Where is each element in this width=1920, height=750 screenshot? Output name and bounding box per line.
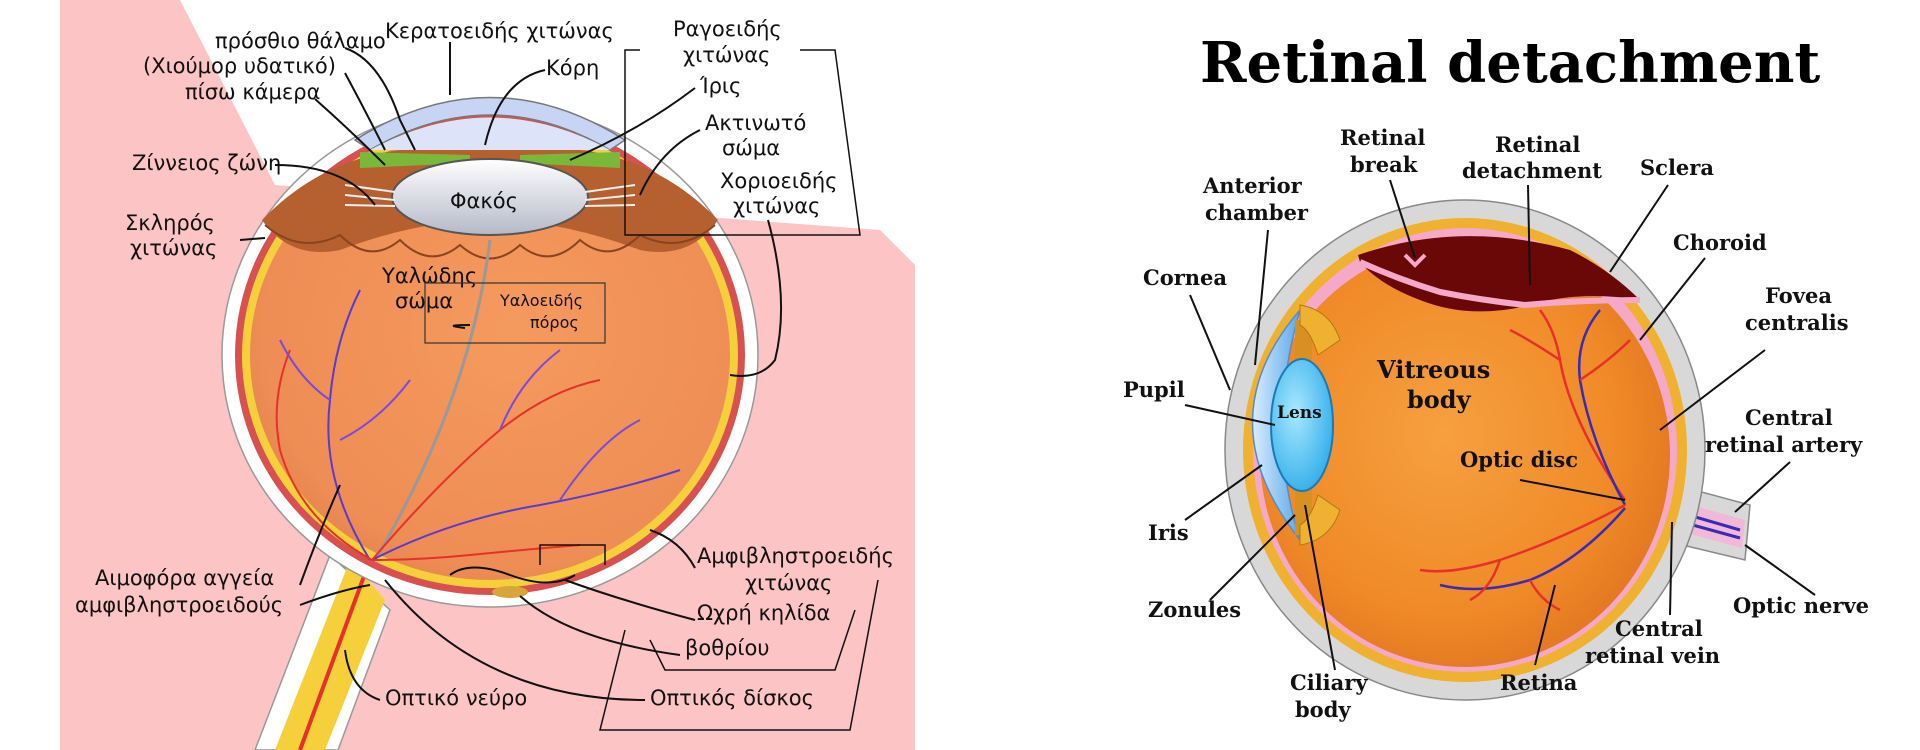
label-fovea-line2: centralis [1745, 310, 1849, 335]
label-macula: Ωχρή κηλίδα [697, 601, 830, 625]
label-anterior-chamber-line1: Anterior [1202, 173, 1303, 198]
retinal-vessels [1419, 309, 1631, 612]
label-choroid-line1: Χοριοειδής [720, 169, 837, 193]
label-ciliary-line1: Ciliary [1290, 670, 1368, 695]
label-choroid-line2: χιτώνας [733, 194, 820, 218]
label-pupil: Pupil [1123, 377, 1185, 402]
label-vitreous-line2: σώμα [395, 289, 453, 313]
label-hyaloid-line1: Υαλοειδής [499, 291, 583, 310]
greek-eye-diagram: πρόσθιο θάλαμο (Χιούμορ υδατικό) πίσω κά… [60, 0, 915, 750]
label-optic-disc: Optic disc [1460, 447, 1578, 472]
lens [1270, 358, 1334, 492]
retinal-detachment-diagram: Retinal detachment [1123, 30, 1869, 722]
label-central-vein-line1: Central [1615, 616, 1703, 641]
diagram-title: Retinal detachment [1200, 30, 1820, 96]
label-posterior-chamber: πίσω κάμερα [185, 80, 320, 104]
ciliary-folds [264, 224, 716, 260]
label-cornea: Κερατοειδής χιτώνας [385, 19, 614, 43]
detached-retina [1358, 259, 1641, 309]
label-lens: Lens [1277, 403, 1322, 423]
label-lens: Φακός [450, 189, 518, 213]
label-optic-nerve: Οπτικό νεύρο [385, 686, 527, 710]
label-pupil: Κόρη [546, 56, 599, 80]
retinal-break [1403, 253, 1427, 268]
label-anterior-chamber-line2: chamber [1205, 200, 1309, 225]
greek-brackets [539, 49, 879, 731]
vitreous-body [250, 130, 730, 580]
label-retinal-detachment-line2: detachment [1462, 158, 1602, 183]
label-iris: Iris [1148, 520, 1189, 545]
retinal-detachment-space [1358, 236, 1640, 312]
macula [492, 586, 528, 598]
label-retinal-detachment-line1: Retinal [1495, 132, 1580, 157]
label-optic-nerve: Optic nerve [1733, 593, 1869, 618]
label-ciliary-line2: body [1295, 697, 1351, 722]
label-vessels-line2: αμφιβληστροειδούς [75, 593, 283, 617]
retinal-fold [449, 566, 576, 584]
label-uvea-line2: χιτώνας [683, 43, 770, 67]
label-fovea-line1: Fovea [1765, 283, 1832, 308]
label-retinal-break-line2: break [1350, 152, 1418, 177]
label-fovea: βοθρίου [685, 636, 770, 660]
optic-disc-line [1519, 479, 1626, 501]
label-central-vein-line2: retinal vein [1585, 643, 1720, 668]
label-zonules: Zonules [1148, 597, 1241, 622]
label-ciliary-line2: σώμα [722, 136, 780, 160]
label-iris: Ίρις [699, 74, 741, 98]
label-sclera: Sclera [1640, 155, 1714, 180]
label-zonule: Ζίννειος ζώνη [132, 151, 281, 175]
label-cornea: Cornea [1143, 265, 1227, 290]
label-central-artery-line2: retinal artery [1705, 432, 1863, 457]
optic-nerve-core [275, 560, 385, 750]
retinal-vessels [275, 289, 681, 561]
hyaloid-canal [373, 239, 492, 561]
english-leader-lines [1184, 179, 1816, 671]
label-sclera-line2: χιτώνας [130, 236, 217, 260]
label-vitreous-line1: Υαλώδης [381, 264, 477, 288]
label-vessels-line1: Αιμοφόρα αγγεία [95, 566, 274, 590]
label-sclera-line1: Σκληρός [125, 211, 215, 235]
hyaloid-label-box [424, 282, 606, 344]
ciliary-body [1299, 304, 1341, 546]
anterior-chamber [370, 117, 610, 150]
label-anterior-chamber: πρόσθιο θάλαμο [215, 29, 386, 53]
label-choroid: Choroid [1673, 230, 1767, 255]
label-optic-disc: Οπτικός δίσκος [650, 686, 814, 710]
label-central-artery-line1: Central [1745, 405, 1833, 430]
greek-leader-lines [239, 42, 783, 701]
label-retina: Retina [1500, 670, 1578, 695]
cornea [353, 96, 627, 151]
label-retina-line1: Αμφιβληστροειδής [697, 544, 894, 568]
optic-nerve-artery [298, 559, 372, 750]
label-vitreous-line1: Vitreous [1376, 355, 1490, 384]
label-vitreous-line2: body [1407, 385, 1472, 414]
label-retina-line2: χιτώνας [745, 571, 832, 595]
lens [391, 158, 589, 236]
label-retinal-break-line1: Retinal [1340, 125, 1425, 150]
label-hyaloid-line2: πόρος [530, 313, 579, 332]
iris [360, 152, 620, 168]
label-aqueous-humor: (Χιούμορ υδατικό) [143, 54, 336, 78]
label-uvea-line1: Ραγοειδής [673, 17, 782, 41]
label-ciliary-line1: Ακτινωτό [705, 111, 806, 135]
